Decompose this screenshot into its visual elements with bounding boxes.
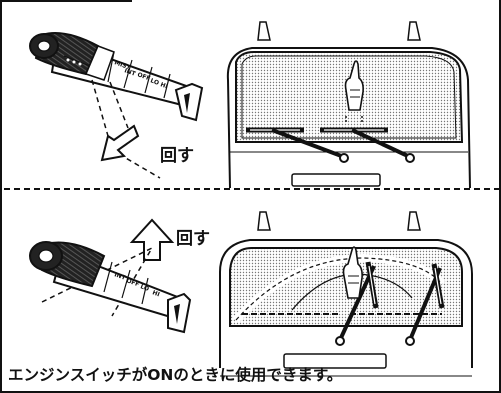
svg-text:OFF: OFF	[125, 277, 140, 288]
rear-window	[226, 21, 471, 188]
rear-window	[219, 211, 473, 377]
rear-wiper-on-illustration: MIST INT OFF LO HI	[29, 21, 471, 188]
svg-text:HI: HI	[159, 81, 168, 90]
hand-pointer-icon	[344, 60, 364, 124]
top-rule	[2, 0, 132, 2]
rotation-indicator	[91, 79, 161, 179]
hand-pointer-icon	[342, 246, 363, 299]
wiper-switch-stalk: INT OFF LO HI	[29, 241, 192, 334]
rear-wiper-int-illustration: INT OFF LO HI	[29, 211, 473, 377]
rear-wiper-blade	[246, 127, 415, 163]
usage-note: エンジンスイッチがONのときに使用できます。	[8, 366, 343, 384]
rear-wiper-blade	[242, 261, 445, 346]
svg-text:HI: HI	[151, 289, 160, 298]
svg-text:OFF: OFF	[136, 71, 151, 82]
svg-text:LO: LO	[139, 283, 150, 293]
panel-rear-wiper-int: INT OFF LO HI	[2, 190, 501, 393]
panel-divider	[4, 188, 500, 190]
svg-text:INT: INT	[123, 67, 137, 78]
panel-rear-wiper-on: MIST INT OFF LO HI	[2, 0, 501, 188]
rotate-label: 回す	[176, 229, 210, 249]
svg-text:LO: LO	[149, 77, 160, 87]
svg-text:INT: INT	[113, 271, 127, 282]
wiper-switch-stalk: MIST INT OFF LO HI	[29, 32, 204, 122]
rotate-label: 回す	[160, 146, 194, 166]
